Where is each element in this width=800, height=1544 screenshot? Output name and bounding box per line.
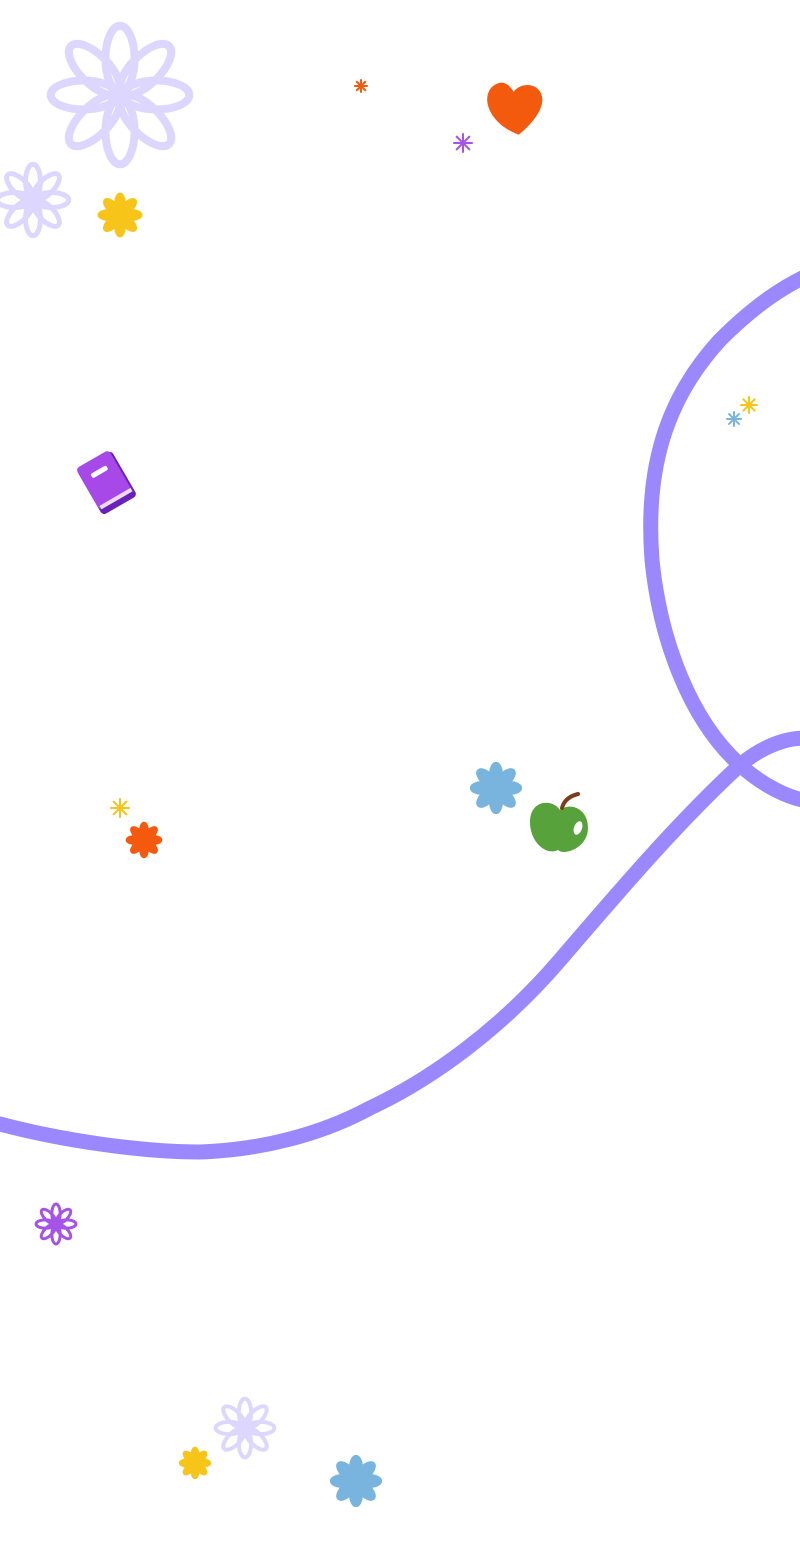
lavender-flower-icon [213,1396,277,1460]
yellow-flower-icon [178,1446,212,1480]
yellow-flower-icon [97,192,143,238]
winding-path-loop-bottom [732,757,800,808]
yellow-sparkle-icon [740,396,758,414]
lavender-flower-icon [46,21,194,169]
blue-flower-icon [329,1454,383,1508]
blue-sparkle-icon [726,411,742,427]
book-icon [77,451,136,515]
orange-flower-icon [125,821,163,859]
winding-path-line [0,730,800,1160]
lavender-flower-icon [0,161,72,239]
purple-sparkle-icon [453,133,473,153]
purple-flower-icon [34,1202,78,1246]
winding-path [0,270,800,1160]
heart-icon [487,82,543,135]
yellow-sparkle-icon [110,798,130,818]
apple-icon [530,792,588,852]
winding-path-loop [643,270,800,773]
orange-sparkle-icon [354,79,368,93]
blue-flower-icon [469,761,523,815]
